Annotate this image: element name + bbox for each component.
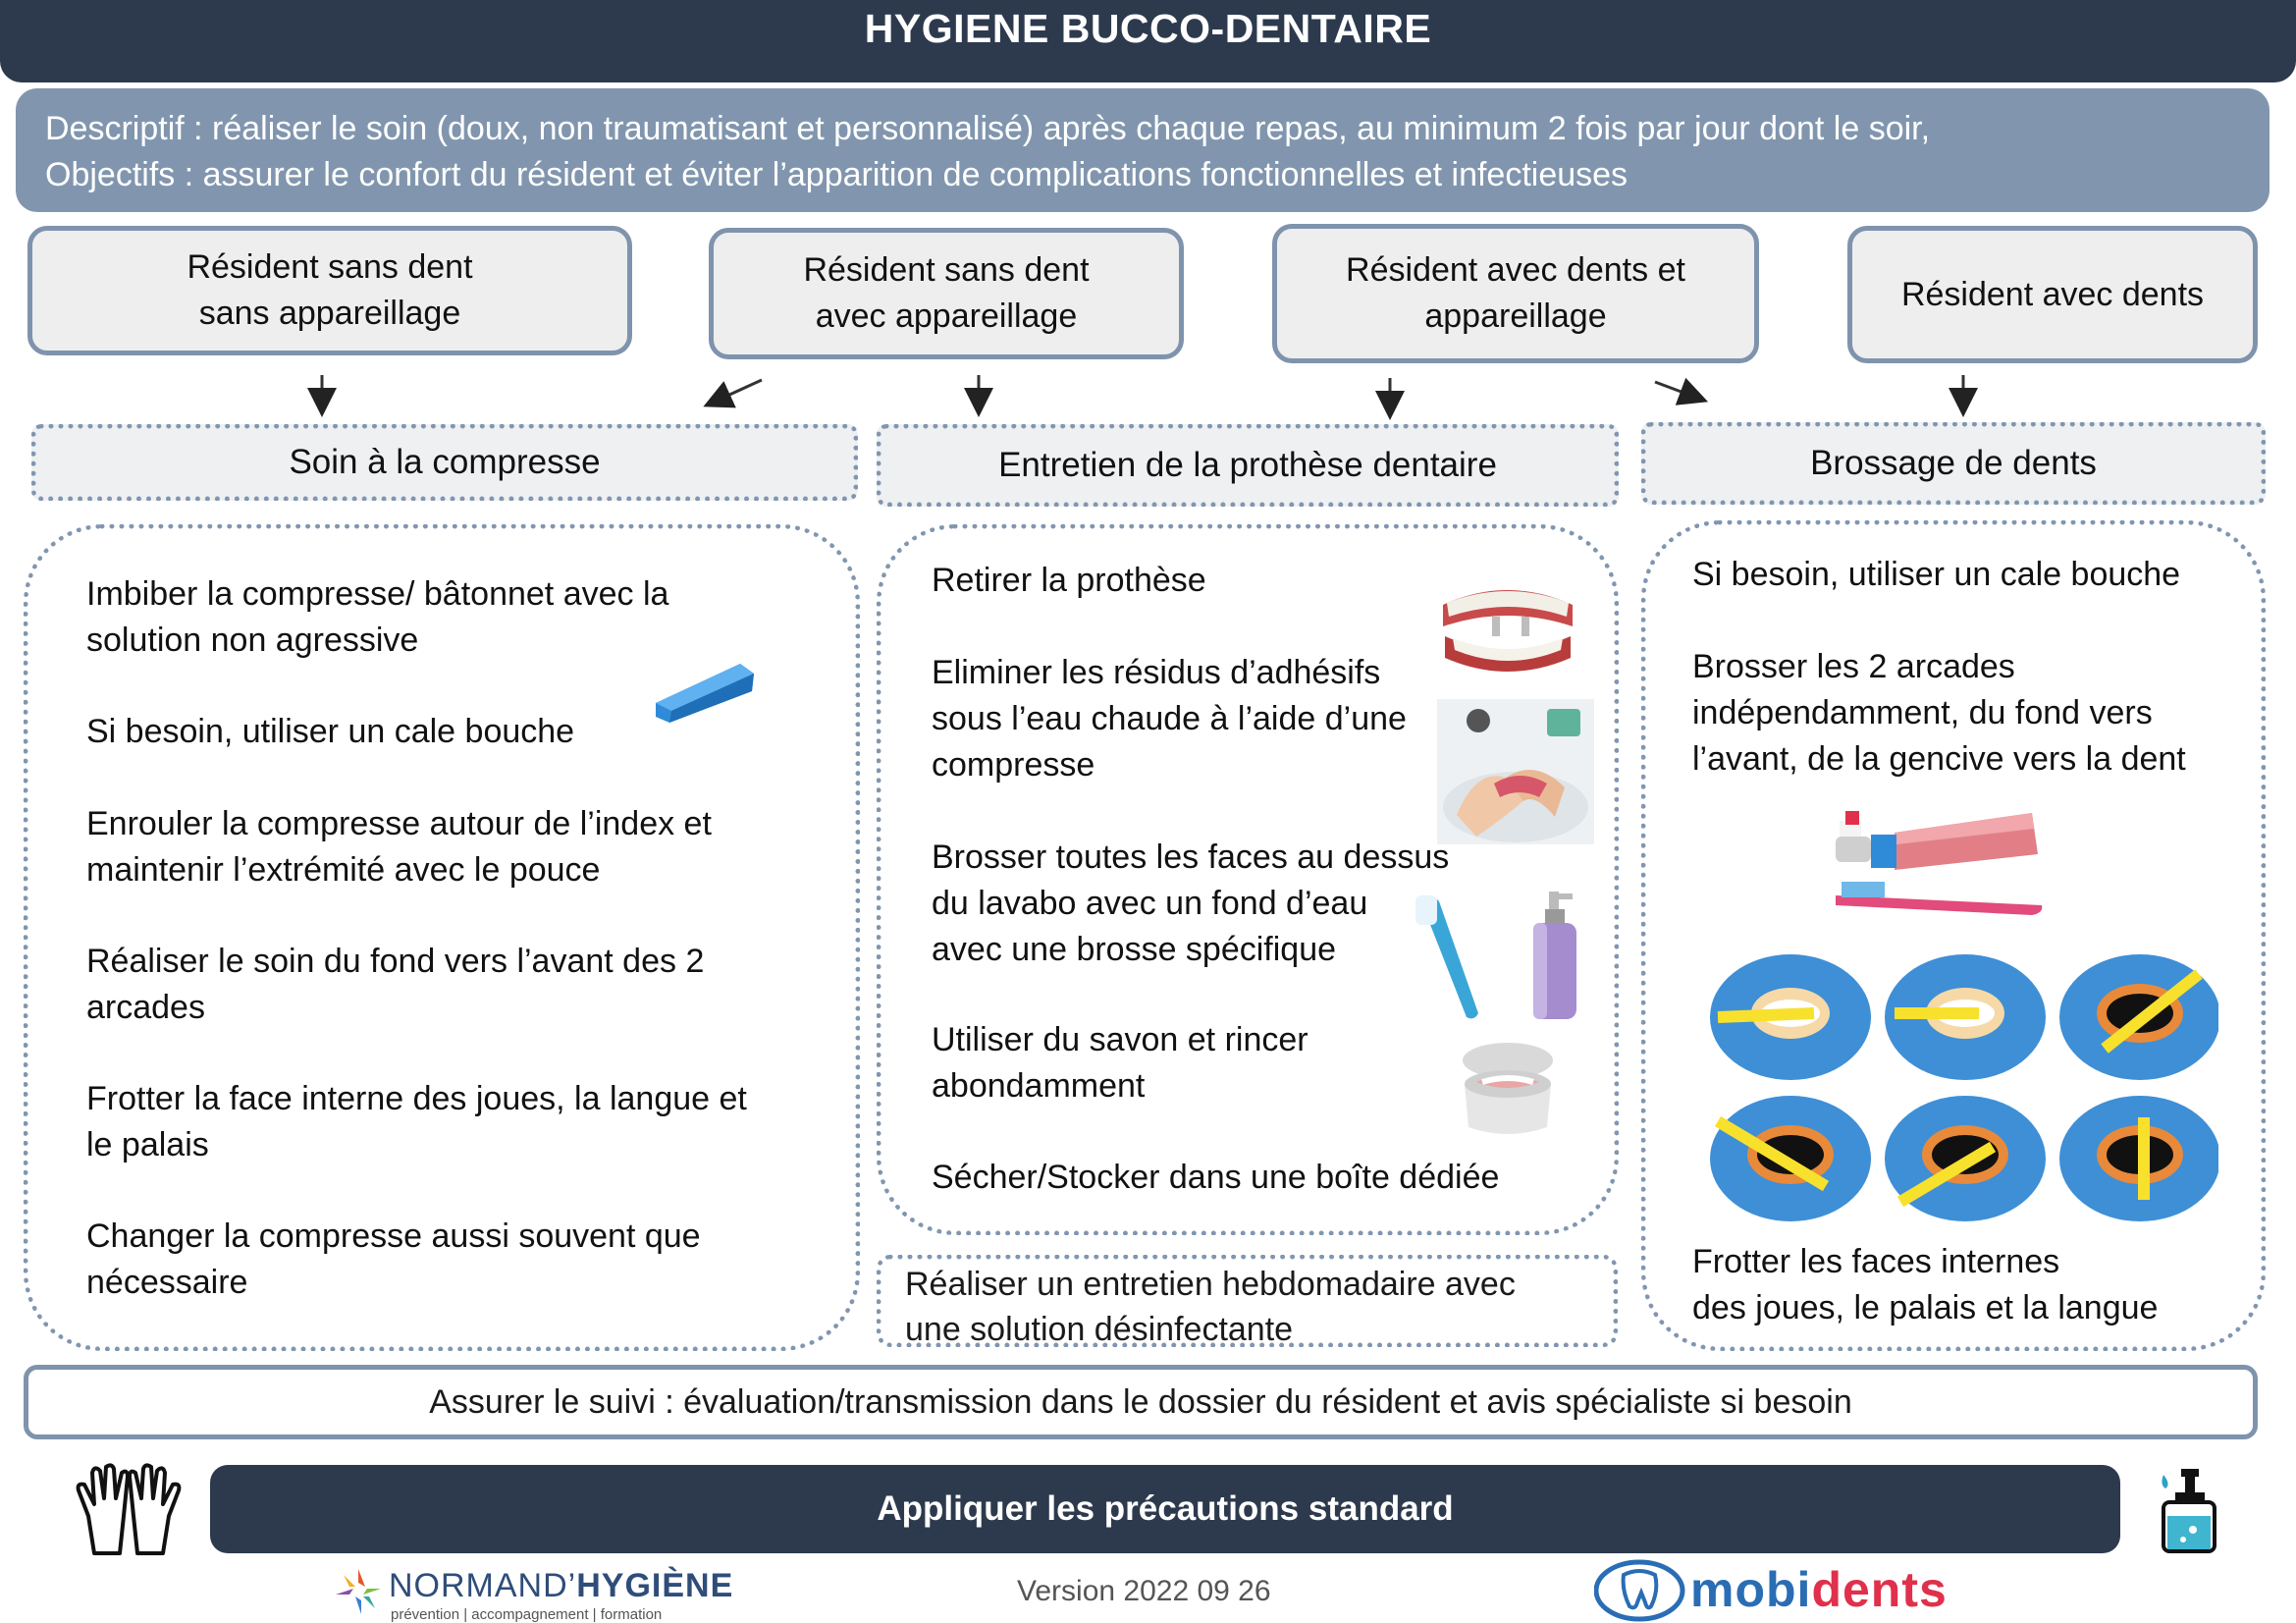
step-text: Si besoin, utiliser un cale bouche [1692,556,2181,593]
description-band: Descriptif : réaliser le soin (doux, non… [16,88,2269,212]
step-text: Frotter les faces internes des joues, le… [1692,1243,2159,1326]
step-text: Si besoin, utiliser un cale bouche [86,713,575,750]
denture-box-icon [1463,1043,1553,1134]
step-text: Frotter la face interne des joues, la la… [86,1080,747,1163]
step-text: Enrouler la compresse autour de l’index … [86,805,712,889]
gloves-icon [76,1463,182,1555]
step-text: Brosser les 2 arcades indépendamment, du… [1692,648,2186,778]
soap-bottle-icon [1533,892,1576,1019]
step-text: Imbiber la compresse/ bâtonnet avec la s… [86,575,669,659]
denture-icon [1433,566,1582,687]
normand-hygiene-tagline: prévention | accompagnement | formation [391,1606,663,1623]
page-title: HYGIENE BUCCO-DENTAIRE [864,6,1432,51]
denture-brush-icon [1415,895,1478,1019]
category-teeth-with-appliance: Résident avec dents et appareillage [1272,224,1759,363]
step-text: Sécher/Stocker dans une boîte dédiée [932,1159,1500,1196]
description-line: Descriptif : réaliser le soin (doux, non… [45,110,1931,147]
brushing-technique-icon [1710,954,2220,1221]
follow-up-box: Assurer le suivi : évaluation/transmissi… [24,1365,2258,1439]
toothpaste-icon [1836,811,2043,915]
toothbrush-icon [1836,895,2043,915]
step-text: Changer la compresse aussi souvent que n… [86,1217,701,1301]
step-text: Brosser toutes les faces au dessus du la… [932,839,1450,968]
panel-soin-compresse [24,524,860,1351]
normand-hygiene-name: NORMAND’HYGIÈNE [389,1567,734,1604]
version-label: Version 2022 09 26 [1017,1575,1271,1607]
header-soin-compresse: Soin à la compresse [31,424,858,501]
arrow-diagonal-icon [1654,377,1709,406]
category-no-teeth-with-appliance: Résident sans dent avec appareillage [709,228,1184,359]
step-text: Réaliser le soin du fond vers l’avant de… [86,943,705,1026]
precautions-banner: Appliquer les précautions standard [210,1465,2120,1553]
objectives-line: Objectifs : assurer le confort du réside… [45,156,1629,193]
arrow-diagonal-icon [703,378,763,408]
denture-cleaning-icon [1437,699,1594,844]
brushing-technique-grid [1708,954,2220,1225]
step-text: Eliminer les résidus d’adhésifs sous l’e… [932,654,1407,784]
header-brossage: Brossage de dents [1641,422,2266,505]
hand-sanitizer-icon [2162,1469,2216,1553]
mobidents-logo: mobidents [1594,1559,1987,1622]
mobidents-wordmark: mobidents [1690,1562,1948,1617]
tooth-logo-icon [1594,1559,1685,1622]
title-bar: HYGIENE BUCCO-DENTAIRE [0,0,2296,82]
category-with-teeth: Résident avec dents [1847,226,2258,363]
normand-hygiene-logo: NORMAND’HYGIÈNE prévention | accompagnem… [332,1565,732,1623]
header-entretien-prothese: Entretien de la prothèse dentaire [877,424,1619,507]
weekly-maintenance-text: Réaliser un entretien hebdomadaire avec … [905,1266,1516,1348]
step-text: Utiliser du savon et rincer abondamment [932,1021,1308,1105]
mouth-prop-icon [656,664,754,723]
flow-arrows [307,375,1978,420]
category-no-teeth-no-appliance: Résident sans dent sans appareillage [27,226,632,355]
step-text: Retirer la prothèse [932,562,1206,599]
weekly-maintenance-box: Réaliser un entretien hebdomadaire avec … [877,1255,1618,1348]
normand-hygiene-logo-icon [336,1569,381,1614]
